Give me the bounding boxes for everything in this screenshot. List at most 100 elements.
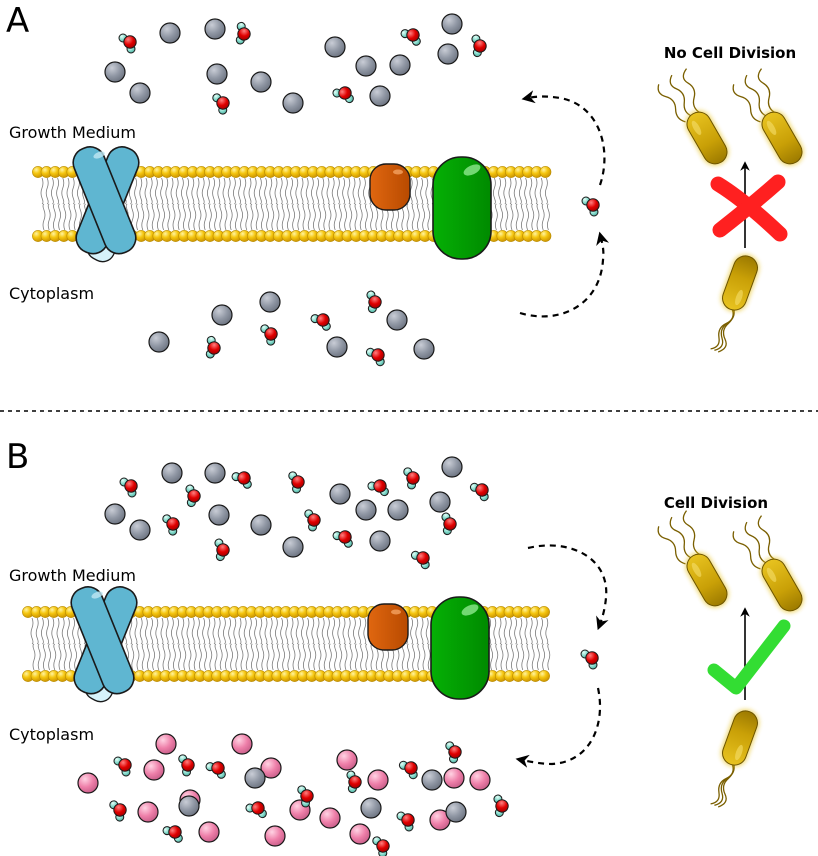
panel-b-transit-water-molecule	[580, 649, 599, 670]
panel-a-bacteria	[657, 68, 804, 353]
cytoplasm-metabolite	[336, 749, 358, 771]
channel-protein	[72, 146, 140, 263]
solute-molecule	[389, 54, 411, 76]
water-molecule-icon	[310, 313, 331, 331]
solute-molecule	[441, 13, 463, 35]
water-molecule-icon	[185, 484, 201, 508]
panel-b-growth-medium-label: Growth Medium	[9, 566, 136, 585]
water-molecule-icon	[469, 482, 489, 502]
water-molecule-icon	[260, 324, 278, 346]
solute-molecule	[204, 462, 226, 484]
solute-molecule	[208, 504, 230, 526]
small-transport-protein	[369, 163, 411, 211]
water-molecule-icon	[231, 471, 252, 489]
solute-molecule	[159, 22, 181, 44]
panel-a-cytoplasm-label: Cytoplasm	[9, 284, 94, 303]
solute-molecule	[129, 519, 151, 541]
solute-molecule	[386, 309, 408, 331]
panel-b-outcome-label: Cell Division	[664, 494, 768, 512]
water-molecule-icon	[396, 811, 415, 832]
solute-molecule	[211, 304, 233, 326]
water-molecule-icon	[332, 530, 353, 548]
panel-a-outcome-label: No Cell Division	[664, 44, 796, 62]
cytoplasm-metabolite	[367, 769, 389, 791]
flagella	[732, 68, 776, 123]
water-molecule-icon	[398, 760, 418, 780]
cytoplasm-metabolite	[137, 801, 159, 823]
panel-a-growth-medium-label: Growth Medium	[9, 123, 136, 142]
panel-b-cytoplasm-label: Cytoplasm	[9, 725, 94, 744]
flagella	[710, 307, 735, 353]
bacterium-icon	[657, 68, 729, 166]
water-molecule-icon	[162, 825, 183, 843]
water-molecule-icon	[332, 86, 354, 104]
solute-molecule	[250, 71, 272, 93]
panel-b-letter: B	[6, 437, 29, 477]
water-molecule-icon	[493, 794, 509, 818]
water-molecule-icon	[471, 34, 487, 58]
solute-molecule	[206, 63, 228, 85]
solute-molecule	[441, 456, 463, 478]
solute-molecule	[429, 491, 451, 513]
solute-molecule	[369, 85, 391, 107]
solute-molecule	[437, 43, 459, 65]
panel-a-arrow-from-cytoplasm	[519, 231, 610, 318]
solute-molecule	[360, 797, 382, 819]
water-molecule-icon	[297, 785, 314, 808]
panel-b-membrane	[22, 586, 551, 703]
cytoplasm-metabolite	[443, 767, 465, 789]
panel-a-membrane	[32, 146, 552, 263]
water-molecule-icon	[346, 770, 362, 794]
water-molecule-icon	[365, 347, 385, 367]
panel-b-cytoplasm-molecules	[77, 733, 509, 856]
water-molecule-icon	[109, 800, 127, 822]
panel-a-cytoplasm-molecules	[148, 290, 435, 367]
cross-icon	[710, 174, 788, 242]
water-molecule-icon	[178, 754, 195, 777]
panel-a: A Growth Medium Cytoplasm No Cell Divisi…	[6, 1, 804, 367]
water-molecule-icon	[245, 801, 267, 819]
water-molecule-icon	[214, 538, 230, 562]
bacterium-icon	[732, 515, 804, 613]
water-molecule-icon	[580, 649, 599, 670]
panel-b-arrow-to-cytoplasm	[515, 687, 602, 768]
solute-molecule	[161, 462, 183, 484]
flagella	[710, 762, 735, 808]
solute-molecule	[282, 536, 304, 558]
solute-molecule	[178, 795, 200, 817]
panel-a-arrow-to-medium	[521, 90, 606, 186]
solute-molecule	[355, 499, 377, 521]
solute-molecule	[324, 36, 346, 58]
water-molecule-icon	[205, 761, 226, 779]
water-molecule-icon	[410, 550, 430, 570]
solute-molecule	[329, 483, 351, 505]
solute-molecule	[355, 55, 377, 77]
panel-a-letter: A	[6, 1, 29, 41]
solute-molecule	[148, 331, 170, 353]
solute-molecule	[259, 291, 281, 313]
water-molecule-icon	[162, 514, 180, 536]
solute-molecule	[387, 499, 409, 521]
panel-b-arrow-into-membrane	[527, 544, 609, 631]
panel-b-medium-molecules	[104, 456, 489, 570]
water-molecule-icon	[372, 836, 390, 856]
cytoplasm-metabolite	[143, 759, 165, 781]
solute-molecule	[250, 514, 272, 536]
panel-b: B Growth Medium Cytoplasm Cell Division	[6, 437, 804, 856]
solute-molecule	[421, 769, 443, 791]
solute-molecule	[369, 530, 391, 552]
solute-molecule	[129, 82, 151, 104]
water-molecule-icon	[581, 196, 600, 217]
water-molecule-icon	[119, 477, 138, 498]
large-transport-protein	[430, 596, 490, 700]
small-transport-protein	[367, 603, 409, 651]
flagella	[657, 510, 701, 565]
cytoplasm-metabolite	[349, 823, 371, 845]
solute-molecule	[244, 767, 266, 789]
solute-molecule	[104, 503, 126, 525]
water-molecule-icon	[113, 756, 132, 777]
cytoplasm-metabolite	[469, 769, 491, 791]
channel-protein	[70, 586, 138, 703]
water-molecule-icon	[235, 21, 251, 45]
